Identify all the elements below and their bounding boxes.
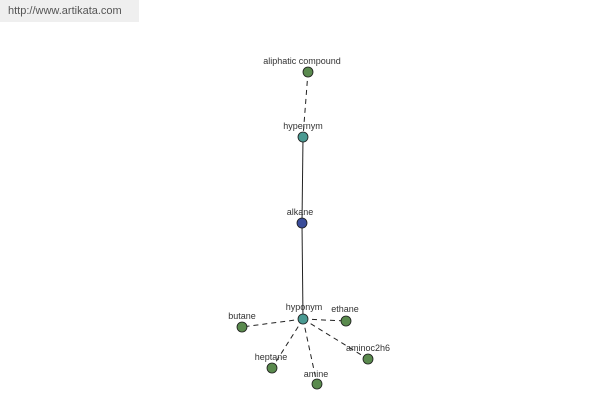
node-aminoc2h6[interactable]	[362, 353, 374, 365]
edge-hypernym-alkane	[301, 136, 304, 224]
edges-layer	[241, 71, 369, 385]
node-label-aliphatic[interactable]: aliphatic compound	[263, 56, 341, 66]
node-label-heptane[interactable]: heptane	[255, 352, 288, 362]
node-hyponym[interactable]	[297, 313, 309, 325]
node-label-butane[interactable]: butane	[228, 311, 256, 321]
node-aliphatic[interactable]	[302, 66, 314, 78]
edge-aliphatic-hypernym	[302, 71, 309, 138]
node-label-ethane[interactable]: ethane	[331, 304, 359, 314]
edge-hyponym-heptane	[271, 318, 304, 369]
node-label-aminoc2h6[interactable]: aminoc2h6	[346, 343, 390, 353]
source-url-bar: http://www.artikata.com	[0, 0, 139, 22]
edge-hyponym-amine	[302, 318, 318, 385]
node-label-amine[interactable]: amine	[304, 369, 329, 379]
labels-layer: aliphatic compound hypernym alkane hyponym b…	[228, 56, 390, 379]
node-heptane[interactable]	[266, 362, 278, 374]
node-label-hyponym[interactable]: hyponym	[286, 302, 323, 312]
node-butane[interactable]	[236, 321, 248, 333]
edge-hyponym-butane	[241, 318, 304, 328]
nodes-layer	[236, 66, 374, 390]
edge-hyponym-ethane	[302, 318, 347, 322]
node-amine[interactable]	[311, 378, 323, 390]
node-ethane[interactable]	[340, 315, 352, 327]
node-label-hypernym[interactable]: hypernym	[283, 121, 323, 131]
node-alkane[interactable]	[296, 217, 308, 229]
edge-hyponym-aminoc2h6	[302, 318, 369, 360]
node-hypernym[interactable]	[297, 131, 309, 143]
node-label-alkane[interactable]: alkane	[287, 207, 314, 217]
source-url[interactable]: http://www.artikata.com	[8, 5, 122, 17]
edge-alkane-hyponym	[301, 222, 304, 320]
